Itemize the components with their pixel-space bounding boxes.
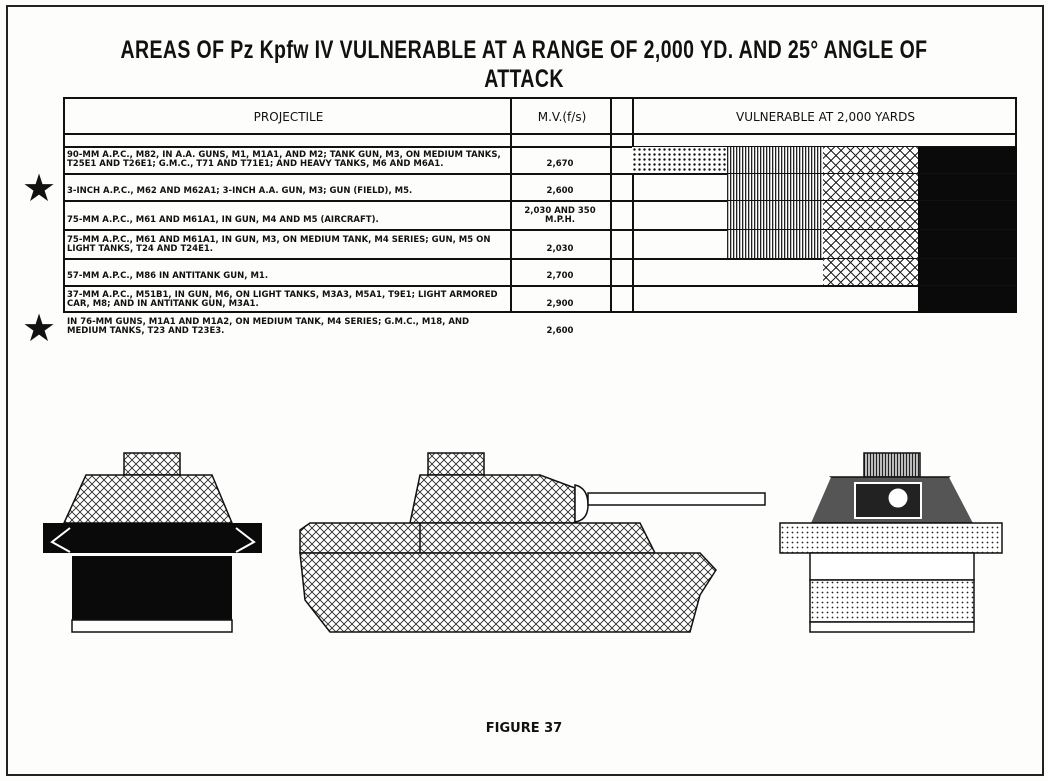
vulnerability-bar xyxy=(632,147,1017,173)
vulnerable-zone-cross xyxy=(823,259,918,285)
vulnerable-zone-cross xyxy=(823,147,918,173)
vulnerable-zone-lines xyxy=(727,201,823,229)
muzzle-velocity-cell: 2,030 xyxy=(546,244,574,254)
figure-caption: FIGURE 37 xyxy=(485,721,563,736)
table-row: 90-MM A.P.C., M82, IN A.A. GUNS, M1, M1A… xyxy=(63,146,610,173)
tank-rear-view xyxy=(779,452,1003,633)
vulnerable-zone-lines xyxy=(727,174,823,200)
vulnerability-bar xyxy=(632,230,1017,258)
muzzle-velocity-cell: 2,670 xyxy=(546,159,574,169)
row-divider xyxy=(63,133,1017,135)
table-row: 75-MM A.P.C., M61 AND M61A1, IN GUN, M4 … xyxy=(63,200,610,229)
vulnerable-zone-lines xyxy=(727,147,823,173)
star-icon: ★ xyxy=(22,166,57,210)
vulnerability-bar xyxy=(632,201,1017,229)
vulnerable-zone-lines xyxy=(727,230,823,258)
page-border xyxy=(6,5,1044,776)
vulnerable-zone-black xyxy=(918,201,1017,229)
tank-side-view xyxy=(299,452,766,633)
column-divider xyxy=(632,99,634,311)
row-divider xyxy=(63,285,1017,287)
table-row: 75-MM A.P.C., M61 AND M61A1, IN GUN, M3,… xyxy=(63,229,610,258)
vulnerability-bar xyxy=(632,174,1017,200)
vulnerable-zone-black xyxy=(918,230,1017,258)
row-divider xyxy=(63,173,1017,175)
projectile-cell: IN 76-MM GUNS, M1A1 AND M1A2, ON MEDIUM … xyxy=(67,317,470,336)
header-projectile: PROJECTILE xyxy=(253,110,324,124)
figure-title: AREAS OF Pz Kpfw IV VULNERABLE AT A RANG… xyxy=(120,36,928,93)
vulnerable-zone-black xyxy=(918,259,1017,285)
projectile-cell: 37-MM A.P.C., M51B1, IN GUN, M6, ON LIGH… xyxy=(67,290,498,309)
header-vulnerable: VULNERABLE AT 2,000 YARDS xyxy=(735,110,915,124)
row-divider xyxy=(63,229,1017,231)
vulnerability-bar xyxy=(632,286,1017,313)
vulnerable-zone-black xyxy=(918,174,1017,200)
vulnerability-table: PROJECTILE M.V.(f/s) VULNERABLE AT 2,000… xyxy=(63,97,1017,313)
table-row: 3-INCH A.P.C., M62 AND M62A1; 3-INCH A.A… xyxy=(63,173,610,200)
vulnerability-bar xyxy=(632,259,1017,285)
muzzle-velocity-cell: 2,700 xyxy=(546,271,574,281)
table-row: 37-MM A.P.C., M51B1, IN GUN, M6, ON LIGH… xyxy=(63,285,610,313)
projectile-cell: 75-MM A.P.C., M61 AND M61A1, IN GUN, M3,… xyxy=(67,235,491,254)
row-divider xyxy=(63,146,1017,148)
row-divider xyxy=(63,258,1017,260)
table-row: 57-MM A.P.C., M86 IN ANTITANK GUN, M1. 2,… xyxy=(63,258,610,285)
projectile-cell: 90-MM A.P.C., M82, IN A.A. GUNS, M1, M1A… xyxy=(67,150,501,169)
vulnerable-zone-cross xyxy=(823,201,918,229)
projectile-cell: 75-MM A.P.C., M61 AND M61A1, IN GUN, M4 … xyxy=(67,215,379,225)
header-mv: M.V.(f/s) xyxy=(537,110,587,124)
column-divider xyxy=(610,99,612,311)
projectile-cell: 57-MM A.P.C., M86 IN ANTITANK GUN, M1. xyxy=(67,271,269,281)
vulnerable-zone-black xyxy=(918,147,1017,173)
column-divider xyxy=(510,99,512,311)
table-row: IN 76-MM GUNS, M1A1 AND M1A2, ON MEDIUM … xyxy=(63,313,610,340)
tank-front-view xyxy=(43,452,262,633)
muzzle-velocity-cell: 2,030 AND 350 M.P.H. xyxy=(524,206,596,225)
star-icon: ★ xyxy=(22,306,57,350)
vulnerable-zone-dots xyxy=(632,147,727,173)
vulnerable-zone-cross xyxy=(823,174,918,200)
muzzle-velocity-cell: 2,600 xyxy=(546,326,574,336)
muzzle-velocity-cell: 2,600 xyxy=(546,186,574,196)
vulnerable-zone-cross xyxy=(823,230,918,258)
row-divider xyxy=(63,200,1017,202)
vulnerable-zone-black xyxy=(918,286,1017,313)
projectile-cell: 3-INCH A.P.C., M62 AND M62A1; 3-INCH A.A… xyxy=(67,186,413,196)
muzzle-velocity-cell: 2,900 xyxy=(546,299,574,309)
